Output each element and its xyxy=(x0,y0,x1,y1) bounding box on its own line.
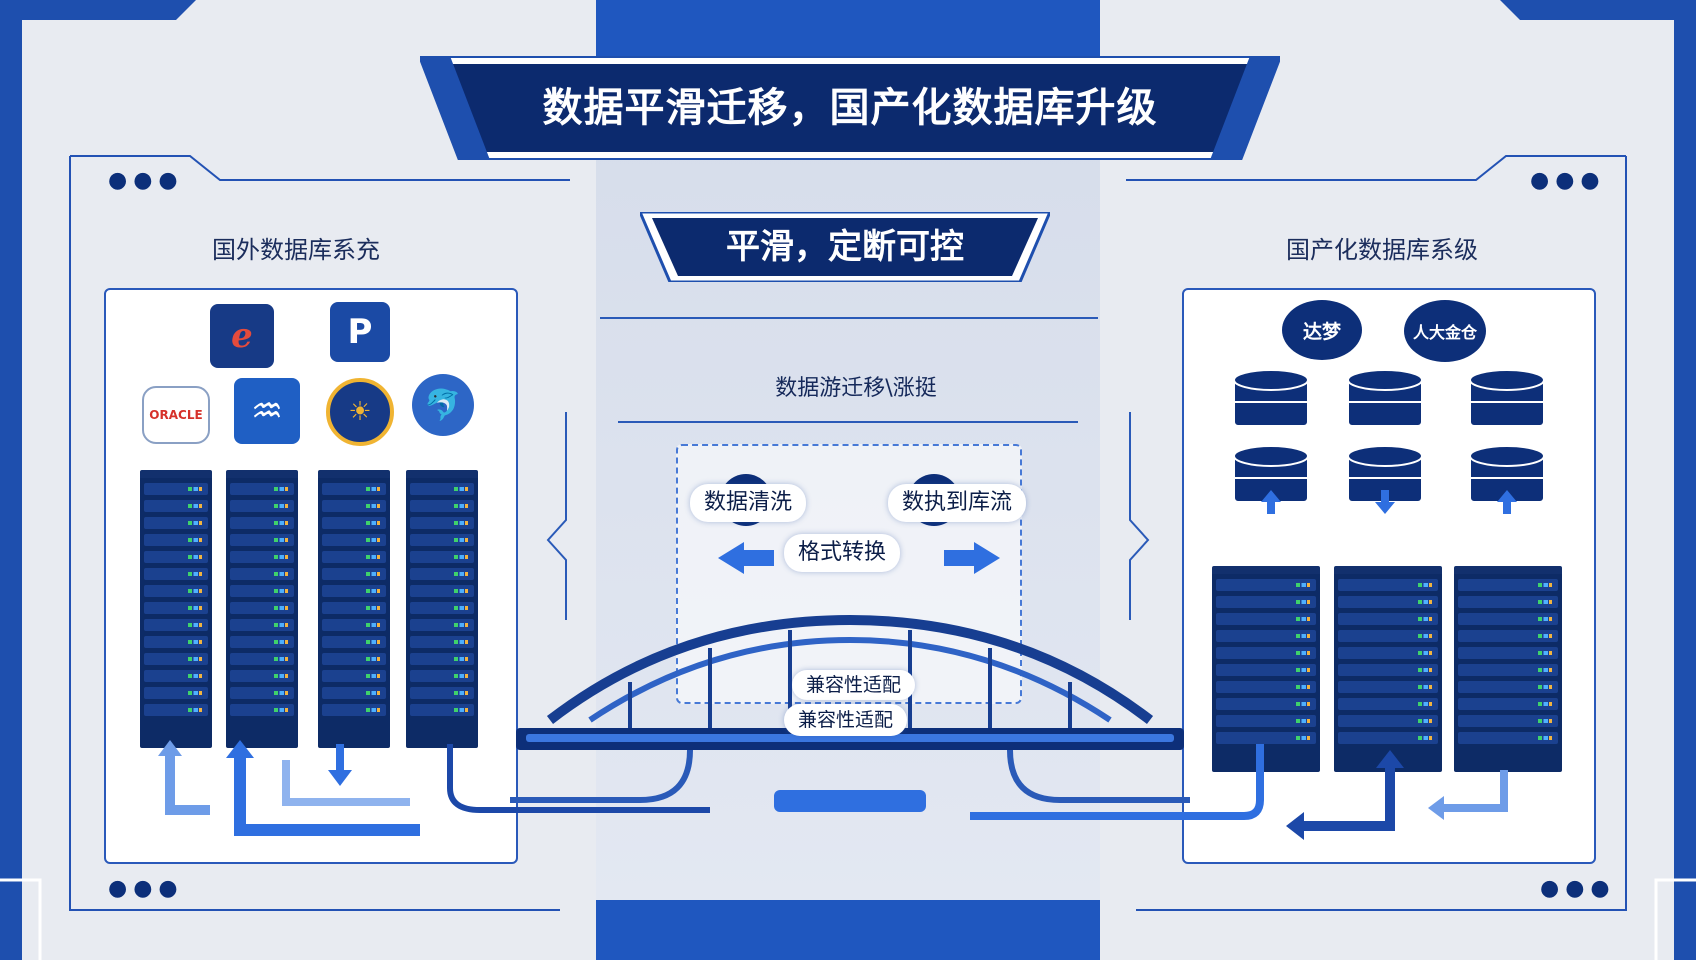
db-logo-red-e-icon: ℯ xyxy=(210,304,274,368)
legacy-server-rack-2 xyxy=(226,470,298,748)
dots-bottom-right: ●●● xyxy=(1540,876,1616,901)
step-compatibility-2: 兼容性适配 xyxy=(784,704,908,736)
domestic-server-rack-1 xyxy=(1212,566,1320,772)
step-data-cleansing: 数据清洗 xyxy=(690,484,807,522)
subtitle-banner xyxy=(640,212,1050,282)
legacy-server-rack-4 xyxy=(406,470,478,748)
domestic-server-rack-3 xyxy=(1454,566,1562,772)
kingbase-bubble: 人大金仓 xyxy=(1404,300,1486,362)
dots-bottom-left: ●●● xyxy=(108,876,184,901)
page-title: 数据平滑迁移，国产化数据库升级 xyxy=(542,85,1158,131)
db-logo-sun-icon: ☀ xyxy=(326,378,394,446)
title-banner xyxy=(420,56,1280,160)
right-frame-bar xyxy=(1674,0,1696,960)
dameng-bubble: 达梦 xyxy=(1282,300,1362,360)
step-data-to-db-flow: 数执到库流 xyxy=(888,484,1027,522)
domestic-server-rack-2 xyxy=(1334,566,1442,772)
flow-arrows-icon xyxy=(158,740,1508,840)
db-logo-p2-icon: P xyxy=(330,302,390,362)
db-logo-swirl-icon: ♒ xyxy=(234,378,300,444)
migration-heading: 数据游迁移\涨挺 xyxy=(775,376,937,401)
legacy-server-rack-3 xyxy=(318,470,390,748)
left-panel-label: 国外数据库系充 xyxy=(212,236,380,264)
dots-top-right: ●●● xyxy=(1530,168,1606,193)
step-format-conversion: 格式转换 xyxy=(784,534,901,572)
kingbase-label: 人大金仓 xyxy=(1412,323,1477,342)
right-panel-label: 国产化数据库系级 xyxy=(1286,236,1478,264)
gear-and-arrows-icon xyxy=(718,474,1000,574)
left-frame-bar xyxy=(0,0,22,960)
legacy-server-rack-1 xyxy=(140,470,212,748)
oracle-logo-text: ORACLE xyxy=(149,408,203,422)
db-logo-dolphin-icon: 🐬 xyxy=(412,374,474,436)
dots-top-left: ●●● xyxy=(108,168,184,193)
oracle-logo-icon: ORACLE xyxy=(142,386,210,444)
top-center-bar xyxy=(596,0,1100,60)
dameng-label: 达梦 xyxy=(1302,320,1341,343)
bottom-center-bar xyxy=(596,900,1100,960)
bridge-pipeline-icon xyxy=(510,614,1190,812)
subtitle: 平滑，定断可控 xyxy=(726,227,964,267)
database-cylinders-icon xyxy=(1233,370,1545,514)
step-compatibility-1: 兼容性适配 xyxy=(792,670,916,700)
